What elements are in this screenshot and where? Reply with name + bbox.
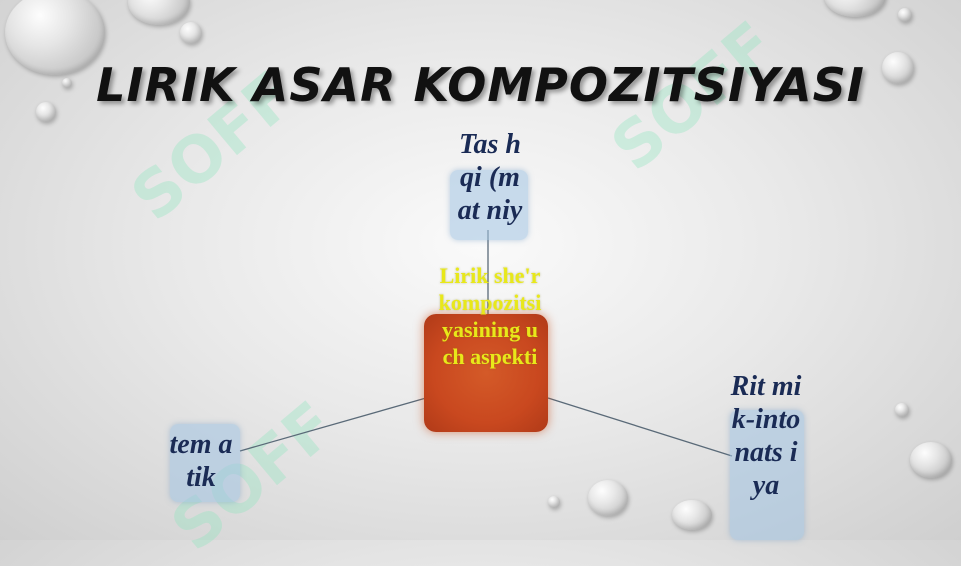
water-drop	[588, 480, 628, 516]
center-node-box	[424, 314, 548, 432]
connector-right	[547, 397, 733, 457]
water-drop	[36, 102, 56, 122]
water-drop	[672, 500, 712, 530]
center-node-label: Lirik she'r kompozitsiyasining uch aspek…	[438, 263, 542, 369]
node-top-box	[450, 170, 528, 240]
water-drop	[180, 22, 202, 44]
node-right-box	[730, 410, 804, 540]
node-top-label: Tas hqi (mat niy	[457, 129, 523, 226]
node-right-label: Rit mik-into nats iya	[730, 371, 802, 501]
node-left-box	[170, 424, 240, 502]
water-drop	[548, 496, 560, 508]
water-drop	[895, 403, 909, 417]
water-drop	[824, 0, 886, 17]
water-drop	[62, 78, 72, 88]
connector-lines	[239, 230, 733, 457]
node-left-label: tem atik	[169, 429, 233, 493]
water-drop	[882, 52, 914, 84]
water-drop	[5, 0, 105, 75]
slide-title: LIRIK ASAR KOMPOZITSIYASI	[96, 58, 865, 112]
water-drop	[898, 8, 912, 22]
connector-left	[239, 397, 427, 452]
water-drop	[910, 442, 952, 478]
